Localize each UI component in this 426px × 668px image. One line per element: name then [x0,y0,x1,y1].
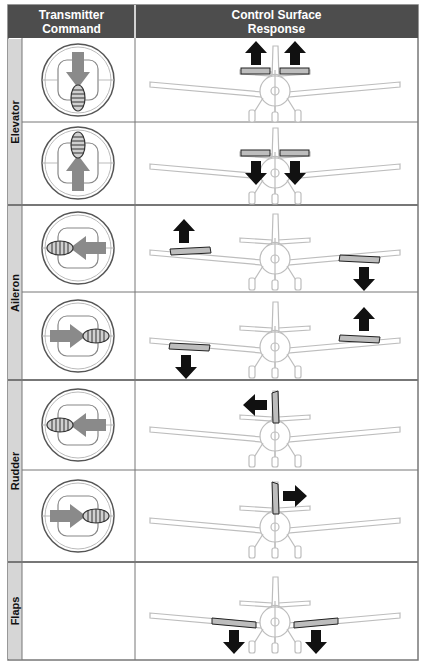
black-arrow [175,355,197,379]
stick-knob [71,132,85,158]
gray-arrow [50,504,86,528]
elevator-surface [241,150,270,156]
airplane-front-view [150,391,400,467]
header-divider [134,5,136,38]
transmitter-stick [42,127,114,199]
aileron-surface [169,343,210,351]
airplane-front-view [150,577,400,653]
black-arrow [353,307,375,331]
row-group-label: Rudder [9,452,21,491]
surface-response [150,391,400,467]
gray-arrow [66,155,90,191]
airplane-front-view [150,302,400,378]
surface-response [150,302,400,379]
transmitter-stick [42,480,114,552]
transmitter-stick [42,44,114,116]
black-arrow [245,41,267,65]
stick-knob [71,85,85,111]
transmitter-stick [42,389,114,461]
rudder-surface [272,482,279,514]
gray-arrow [50,324,86,348]
black-arrow [245,161,267,185]
airplane-front-view [150,214,400,290]
airplane-front-view [150,128,400,204]
column-line [22,38,23,660]
stick-knob [47,418,73,432]
stick-knob [83,329,109,343]
stick-gimbal [42,44,114,116]
elevator-surface [280,68,309,74]
airplane-front-view [150,46,400,122]
stick-gimbal [42,300,114,372]
surface-response [150,482,400,558]
black-arrow [284,41,306,65]
flap-surface [294,618,338,628]
stick-knob [83,509,109,523]
aileron-surface [339,335,380,343]
black-arrow [283,485,307,507]
aileron-surface [339,255,380,263]
surface-response [150,214,400,291]
transmitter-stick [42,300,114,372]
stick-gimbal [42,212,114,284]
row-group-label: Aileron [9,274,21,312]
column-line [135,38,136,660]
gray-arrow [70,413,106,437]
black-arrow [173,219,195,243]
elevator-surface [280,150,309,156]
stick-gimbal [42,389,114,461]
black-arrow [353,267,375,291]
elevator-surface [241,68,270,74]
stick-gimbal [42,127,114,199]
gray-arrow [66,52,90,88]
flap-surface [212,618,256,628]
stick-gimbal [42,480,114,552]
rudder-surface [272,391,279,423]
transmitter-stick [42,212,114,284]
black-arrow [284,161,306,185]
black-arrow [305,630,327,654]
surface-response [150,128,400,204]
surface-response [150,577,400,654]
column-header: Control Surface Response [217,8,337,36]
black-arrow [243,394,267,416]
header-band [8,5,418,38]
stick-knob [47,241,73,255]
row-lines [8,122,418,562]
row-group-label: Flaps [9,597,21,626]
table-frame [8,5,418,660]
black-arrow [223,630,245,654]
row-group-label: Elevator [9,100,21,143]
side-band [8,39,22,659]
gray-arrow [70,236,106,260]
surface-response [150,41,400,122]
aileron-surface [170,247,211,255]
column-header: Transmitter Command [18,8,126,36]
airplane-front-view [150,482,400,558]
